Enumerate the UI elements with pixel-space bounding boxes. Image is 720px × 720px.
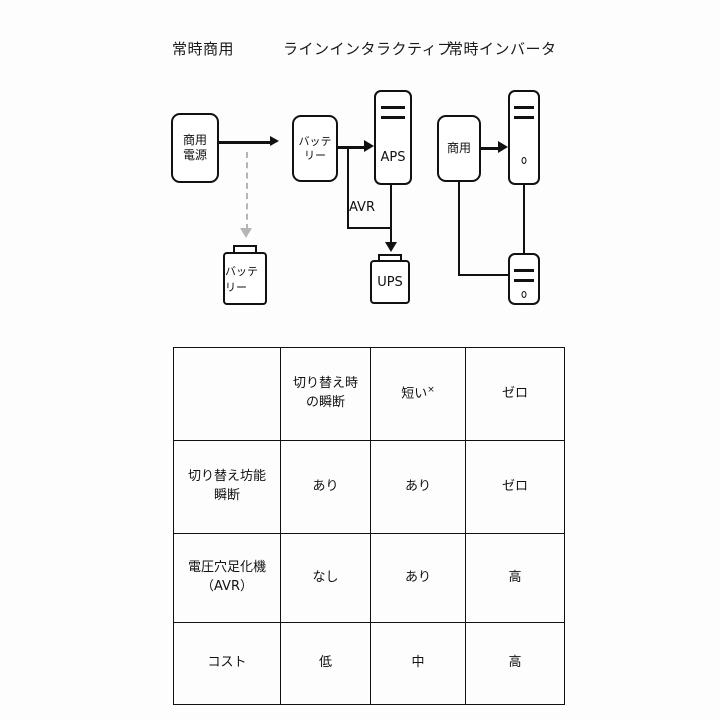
- comparison-table: 切り替え時 の瞬断 短い× ゼロ 切り替え坊能 瞬断 あり: [173, 347, 565, 705]
- online-upper-device-bar-1: [513, 106, 535, 109]
- online-source-bypass-horizontal: [458, 274, 510, 276]
- line-interactive-battery-box: バッテリー: [292, 115, 338, 182]
- table-cell-row2-col2: あり: [370, 533, 466, 623]
- ups-battery-terminal-icon: [378, 254, 402, 261]
- table-cell-row2-col0: 電圧穴足化機 （AVR）: [173, 533, 281, 623]
- table-row: 電圧穴足化機 （AVR） なし あり 高: [173, 533, 565, 623]
- avr-path-vertical: [347, 147, 349, 229]
- online-source-label: 商用: [446, 141, 471, 155]
- table-cell-row0-col1: 切り替え時 の瞬断: [280, 347, 371, 441]
- aps-device-icon: APS: [374, 90, 412, 185]
- online-source-to-device-arrowhead: [498, 141, 508, 153]
- offline-battery-label: バッテリー: [225, 264, 258, 294]
- offline-source-line1: 商用: [182, 133, 207, 147]
- table-cell-row3-col1: 低: [280, 622, 371, 705]
- aps-device-bar-1: [380, 106, 406, 109]
- online-lower-device-power-indicator: [521, 291, 527, 298]
- table-cell-row3-col2: 中: [370, 622, 466, 705]
- offline-output-arrowhead: [270, 136, 279, 146]
- line-interactive-battery-label: バッテリー: [298, 134, 332, 162]
- offline-battery-arrowhead: [240, 228, 252, 238]
- online-device-interconnect-line: [523, 185, 525, 253]
- online-upper-device-bar-2: [513, 116, 535, 119]
- table-cell-row3-col3: 高: [465, 622, 565, 705]
- aps-device-bar-2: [380, 116, 406, 119]
- table-cell-row1-col3: ゼロ: [465, 440, 565, 534]
- online-upper-device-power-indicator: [521, 157, 527, 164]
- column-header-online: 常時インバータ: [448, 40, 557, 58]
- table-row: 切り替え坊能 瞬断 あり あり ゼロ: [173, 440, 565, 534]
- offline-battery-terminal-icon: [233, 245, 257, 253]
- online-upper-device-icon: [508, 90, 540, 185]
- offline-battery-icon: バッテリー: [223, 252, 267, 305]
- online-source-bypass-vertical: [458, 182, 460, 275]
- online-lower-device-icon: [508, 253, 540, 305]
- table-cell-row0-col0: [173, 347, 281, 441]
- online-lower-device-bar-1: [513, 269, 535, 272]
- aps-to-ups-line: [390, 185, 392, 245]
- ups-battery-label: UPS: [377, 274, 403, 290]
- table-cell-row2-col1: なし: [280, 533, 371, 623]
- table-cell-row1-col0: 切り替え坊能 瞬断: [173, 440, 281, 534]
- line-interactive-battery-to-aps-line: [338, 146, 366, 149]
- table-cell-row1-col2: あり: [370, 440, 466, 534]
- online-commercial-power-box: 商用: [437, 115, 481, 182]
- table-cell-row0-col2: 短い×: [370, 347, 466, 441]
- ups-battery-icon: UPS: [370, 260, 410, 304]
- avr-path-horizontal: [347, 227, 391, 229]
- aps-device-label: APS: [380, 150, 406, 165]
- table-cell-row2-col3: 高: [465, 533, 565, 623]
- online-source-to-device-line: [481, 147, 500, 150]
- online-lower-device-bar-2: [513, 279, 535, 282]
- column-header-line-interactive: ラインインタラクティブ: [283, 40, 453, 58]
- offline-source-line2: 電源: [182, 148, 207, 162]
- aps-to-ups-arrowhead: [385, 242, 397, 252]
- table-cell-row3-col0: コスト: [173, 622, 281, 705]
- avr-label: AVR: [349, 200, 375, 215]
- line-interactive-battery-to-aps-arrowhead: [364, 140, 374, 152]
- offline-battery-dashed-line: [246, 152, 248, 230]
- column-header-offline: 常時商用: [172, 40, 235, 58]
- table-cell-row0-col3: ゼロ: [465, 347, 565, 441]
- table-row: コスト 低 中 高: [173, 622, 565, 705]
- table-row: 切り替え時 の瞬断 短い× ゼロ: [173, 347, 565, 441]
- offline-commercial-power-box: 商用 電源: [171, 113, 219, 183]
- table-cell-row1-col1: あり: [280, 440, 371, 534]
- offline-output-line: [219, 141, 271, 144]
